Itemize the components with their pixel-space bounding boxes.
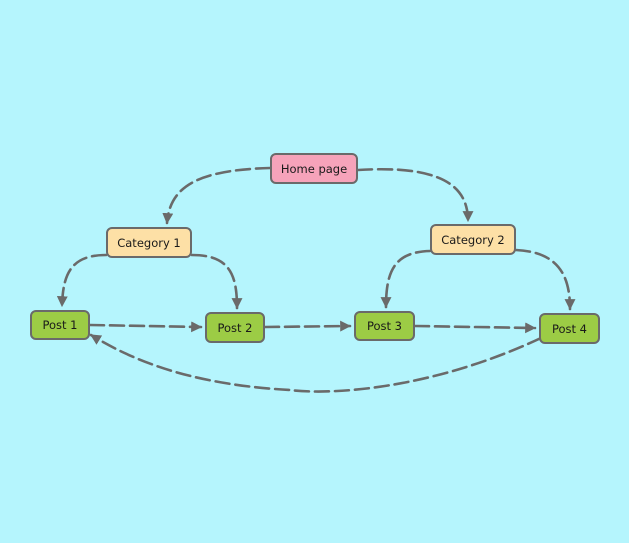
edge-category-2-to-post-4 <box>514 248 576 311</box>
post-3-node[interactable]: Post 3 <box>354 311 415 341</box>
post-2-node[interactable]: Post 2 <box>205 312 265 343</box>
edge-home-to-category-1 <box>162 166 272 225</box>
category-2-node[interactable]: Category 2 <box>430 224 516 255</box>
post-2-label: Post 2 <box>217 320 253 335</box>
edge-category-1-to-post-2 <box>190 253 243 310</box>
edge-post-3-to-post-4 <box>413 322 537 334</box>
category-2-label: Category 2 <box>441 232 505 247</box>
post-3-label: Post 3 <box>366 319 403 333</box>
home-page-node[interactable]: Home page <box>270 153 358 184</box>
category-1-node[interactable]: Category 1 <box>106 227 192 258</box>
category-1-label: Category 1 <box>117 235 181 250</box>
home-page-label: Home page <box>280 161 348 176</box>
post-4-node[interactable]: Post 4 <box>539 313 600 344</box>
post-4-label: Post 4 <box>551 321 588 336</box>
edge-post-2-to-post-3 <box>263 320 352 332</box>
edge-home-to-category-2 <box>356 167 474 223</box>
post-1-node[interactable]: Post 1 <box>30 310 90 340</box>
edge-category-1-to-post-1 <box>56 253 108 308</box>
edge-post-1-to-post-2 <box>88 321 203 333</box>
edge-category-2-to-post-3 <box>380 249 432 309</box>
edge-post-4-to-post-1 <box>89 333 543 393</box>
post-1-label: Post 1 <box>42 318 78 332</box>
